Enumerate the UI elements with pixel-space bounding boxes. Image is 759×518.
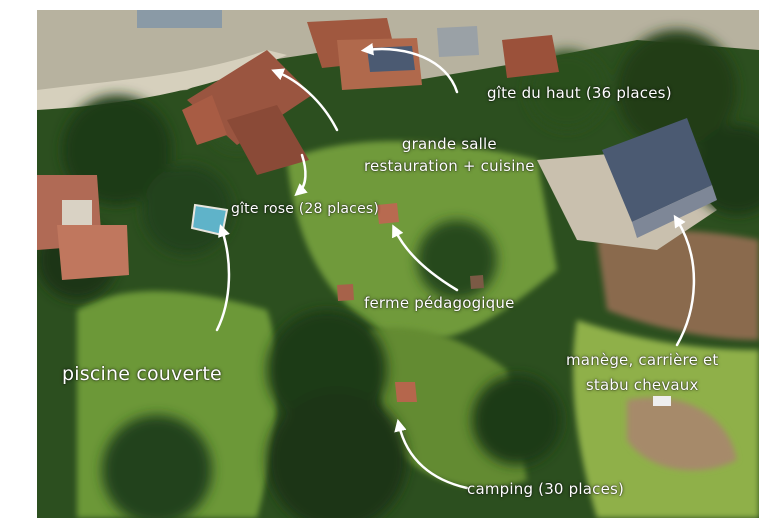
label-piscine-couverte: piscine couverte bbox=[62, 363, 222, 385]
riding-arena bbox=[597, 230, 759, 340]
label-grande-salle-line2: restauration + cuisine bbox=[364, 157, 535, 175]
label-ferme-pedagogique: ferme pédagogique bbox=[364, 294, 515, 312]
label-manege-line1: manège, carrière et bbox=[566, 351, 719, 369]
dirt-paddock bbox=[627, 397, 737, 471]
pointer-arrows bbox=[215, 43, 696, 490]
road-curve bbox=[37, 50, 287, 110]
buildings bbox=[37, 10, 717, 406]
label-grande-salle: grande salle restauration + cuisine bbox=[364, 133, 535, 177]
label-grande-salle-line1: grande salle bbox=[401, 135, 497, 153]
label-gite-rose: gîte rose (28 places) bbox=[231, 201, 380, 217]
aerial-photo bbox=[37, 10, 759, 518]
label-gite-du-haut: gîte du haut (36 places) bbox=[487, 84, 672, 102]
label-camping: camping (30 places) bbox=[467, 480, 625, 498]
label-manege: manège, carrière et stabu chevaux bbox=[566, 348, 718, 398]
tree-clusters bbox=[37, 30, 759, 518]
label-manege-line2: stabu chevaux bbox=[585, 376, 699, 394]
